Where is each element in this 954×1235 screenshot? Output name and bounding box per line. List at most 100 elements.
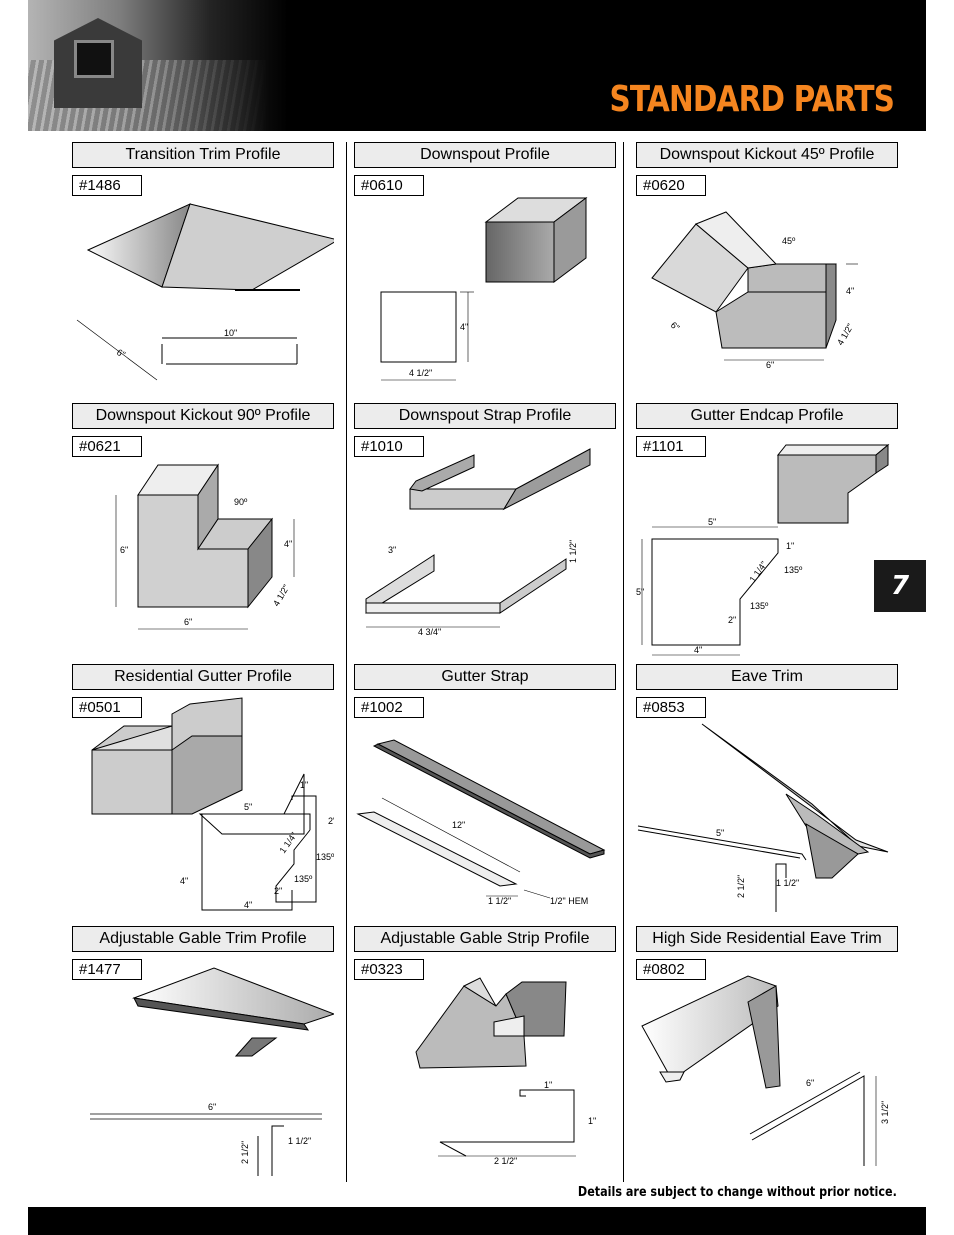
dim-label: 4 1/2"	[409, 368, 432, 378]
part-card-0610: Downspout Profile #0610 4" 4 1/2"	[354, 142, 616, 400]
dim-label: 1 1/2"	[488, 896, 511, 906]
part-title: Downspout Profile	[354, 142, 616, 168]
dim-label: 4"	[244, 900, 252, 910]
dim-label: 1 1/2"	[568, 540, 578, 563]
dim-label: 2"	[328, 816, 334, 826]
dim-label: 135º	[316, 852, 334, 862]
dim-label: 5"	[708, 517, 716, 527]
dim-label: 1"	[300, 780, 308, 790]
part-number: #0501	[72, 697, 142, 718]
dim-label: 6"	[669, 320, 682, 333]
dim-label: 90º	[234, 497, 248, 507]
dim-label: 135º	[784, 565, 803, 575]
part-card-1486: Transition Trim Profile #1486 10" 6"	[72, 142, 334, 400]
part-card-0802: High Side Residential Eave Trim #0802 6"…	[636, 926, 898, 1184]
part-title: Transition Trim Profile	[72, 142, 334, 168]
column-divider-1	[346, 142, 347, 1182]
part-card-1477: Adjustable Gable Trim Profile #1477 6" 2…	[72, 926, 334, 1184]
dim-label: 3 1/2"	[880, 1101, 890, 1124]
kickout-45-drawing: 45º 4" 6" 6" 4 1/2"	[651, 211, 858, 370]
dim-label: 5"	[716, 828, 724, 838]
part-number: #1101	[636, 436, 706, 457]
dim-label: 4"	[284, 539, 292, 549]
gutter-endcap-drawing: 5" 1" 1 1/4" 135º 5" 135º 2" 4"	[636, 443, 890, 656]
dim-label: 1"	[588, 1116, 596, 1126]
part-card-0853: Eave Trim #0853 5" 2 1/2" 1 1/2"	[636, 664, 898, 922]
part-number: #0620	[636, 175, 706, 196]
dim-label: 4 1/2"	[835, 322, 855, 347]
part-title: High Side Residential Eave Trim	[636, 926, 898, 952]
dim-label: 4 1/2"	[271, 583, 291, 608]
part-title: Gutter Endcap Profile	[636, 403, 898, 429]
roof-photo	[28, 0, 288, 131]
column-divider-2	[623, 142, 624, 1182]
dim-label: 6"	[806, 1078, 814, 1088]
part-card-0501: Residential Gutter Profile #0501 1" 5" 2…	[72, 664, 334, 922]
downspout-strap-drawing: 4 3/4" 3" 1 1/2"	[365, 448, 591, 637]
dim-label: 1"	[786, 541, 794, 551]
dim-label: 135º	[750, 601, 769, 611]
dim-label: 2"	[728, 615, 736, 625]
part-title: Adjustable Gable Strip Profile	[354, 926, 616, 952]
dim-label: 4"	[460, 322, 468, 332]
part-card-1101: Gutter Endcap Profile #1101 5" 1" 1 1/4"…	[636, 403, 898, 661]
dim-label: 3"	[388, 545, 396, 555]
dim-label: 1 1/2"	[776, 878, 799, 888]
footer-disclaimer: Details are subject to change without pr…	[578, 1185, 897, 1200]
part-card-1002: Gutter Strap #1002 12" 1 1/2" 1/2" HEM	[354, 664, 616, 922]
gutter-strap-drawing: 12" 1 1/2" 1/2" HEM	[356, 739, 606, 906]
dim-label: 12"	[452, 820, 465, 830]
dim-label: 6"	[766, 360, 774, 370]
part-title: Eave Trim	[636, 664, 898, 690]
dim-label: 4 3/4"	[418, 627, 441, 637]
part-number: #0621	[72, 436, 142, 457]
part-number: #0323	[354, 959, 424, 980]
dim-label: 4"	[180, 876, 188, 886]
dim-label: 5"	[244, 802, 252, 812]
part-title: Adjustable Gable Trim Profile	[72, 926, 334, 952]
dim-label: 2 1/2"	[240, 1141, 250, 1164]
part-number: #1486	[72, 175, 142, 196]
part-title: Downspout Kickout 90º Profile	[72, 403, 334, 429]
dim-label: 1 1/2"	[288, 1136, 311, 1146]
dim-label: 6"	[115, 347, 127, 360]
dim-label: 1"	[544, 1080, 552, 1090]
dim-label: 4"	[846, 286, 854, 296]
dim-label: 4"	[694, 645, 702, 655]
dim-label: 2"	[274, 886, 282, 896]
dim-label: 10"	[224, 328, 237, 338]
footer-bar	[28, 1207, 926, 1235]
part-number: #1010	[354, 436, 424, 457]
part-number: #1002	[354, 697, 424, 718]
dim-label: 5"	[636, 587, 644, 597]
dim-label: 2 1/2"	[494, 1156, 517, 1166]
dormer-window	[74, 40, 114, 78]
part-title: Gutter Strap	[354, 664, 616, 690]
eave-trim-drawing: 5" 2 1/2" 1 1/2"	[637, 723, 889, 912]
residential-gutter-drawing: 1" 5" 2" 1 1/4" 135º 4" 135º 2" 4"	[91, 697, 334, 911]
gable-strip-drawing: 1" 1" 2 1/2"	[415, 977, 596, 1166]
part-title: Downspout Kickout 45º Profile	[636, 142, 898, 168]
dim-label: 135º	[294, 874, 313, 884]
header-banner: STANDARD PARTS	[28, 0, 926, 131]
kickout-90-drawing: 90º 6" 4" 6" 4 1/2"	[115, 463, 295, 630]
part-title: Downspout Strap Profile	[354, 403, 616, 429]
downspout-drawing: 4" 4 1/2"	[380, 197, 588, 381]
gable-trim-drawing: 6" 2 1/2" 1 1/2"	[90, 967, 334, 1176]
part-number: #0610	[354, 175, 424, 196]
part-card-1010: Downspout Strap Profile #1010 4 3/4" 3" …	[354, 403, 616, 661]
part-title: Residential Gutter Profile	[72, 664, 334, 690]
chapter-tab: 7	[874, 560, 926, 612]
part-card-0620: Downspout Kickout 45º Profile #0620 45º …	[636, 142, 898, 400]
dim-label: 6"	[120, 545, 128, 555]
part-number: #1477	[72, 959, 142, 980]
dim-label: 1/2" HEM	[550, 896, 588, 906]
high-side-eave-drawing: 6" 3 1/2"	[641, 975, 890, 1166]
dim-label: 6"	[208, 1102, 216, 1112]
part-card-0323: Adjustable Gable Strip Profile #0323 1" …	[354, 926, 616, 1184]
page-title: STANDARD PARTS	[609, 79, 894, 120]
dim-label: 6"	[184, 617, 192, 627]
transition-trim-drawing: 10" 6"	[76, 203, 334, 381]
dim-label: 45º	[782, 236, 796, 246]
part-number: #0802	[636, 959, 706, 980]
